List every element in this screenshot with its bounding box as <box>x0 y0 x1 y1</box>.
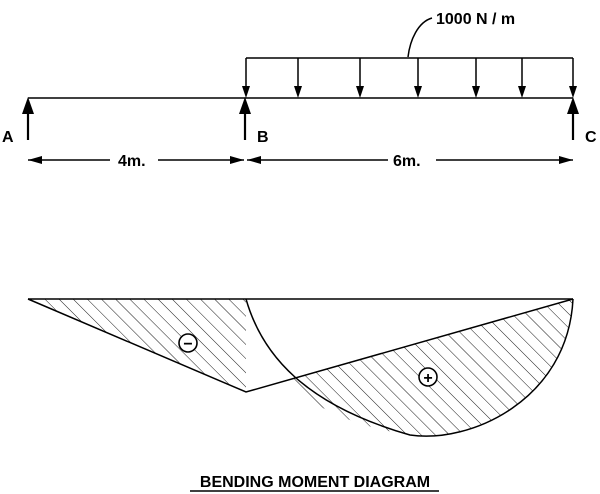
dimension-label-bc: 6m. <box>393 153 421 170</box>
dimension-label-ab: 4m. <box>118 153 146 170</box>
dimension-bc <box>247 156 573 164</box>
support-label-b: B <box>257 129 269 146</box>
bending-moment-diagram: − + BENDING MOMENT DIAGRAM <box>27 298 574 492</box>
beam-group: 1000 N / m A B C 4m. <box>2 11 597 170</box>
load-arrows <box>242 58 577 98</box>
support-label-c: C <box>585 129 597 146</box>
load-arrow <box>414 58 422 98</box>
dimension-ab <box>28 156 244 164</box>
negative-sign-text: − <box>183 336 192 353</box>
negative-sign-marker: − <box>178 333 198 353</box>
distributed-load <box>242 57 577 98</box>
support-label-a: A <box>2 129 14 146</box>
load-arrow <box>472 58 480 98</box>
load-leader-line <box>407 17 433 58</box>
positive-sign-text: + <box>423 370 432 387</box>
load-arrow <box>518 58 526 98</box>
support-a-arrow <box>22 97 34 140</box>
bmd-straight-lines <box>27 298 574 393</box>
load-arrow <box>242 58 250 98</box>
load-arrow <box>356 58 364 98</box>
load-arrow <box>294 58 302 98</box>
load-arrow <box>569 58 577 98</box>
bmd-parabola-curve <box>245 298 574 437</box>
load-label: 1000 N / m <box>436 11 515 28</box>
diagram-caption: BENDING MOMENT DIAGRAM <box>200 474 430 491</box>
support-c-arrow <box>567 97 579 140</box>
positive-sign-marker: + <box>418 367 438 387</box>
support-b-arrow <box>239 97 251 140</box>
